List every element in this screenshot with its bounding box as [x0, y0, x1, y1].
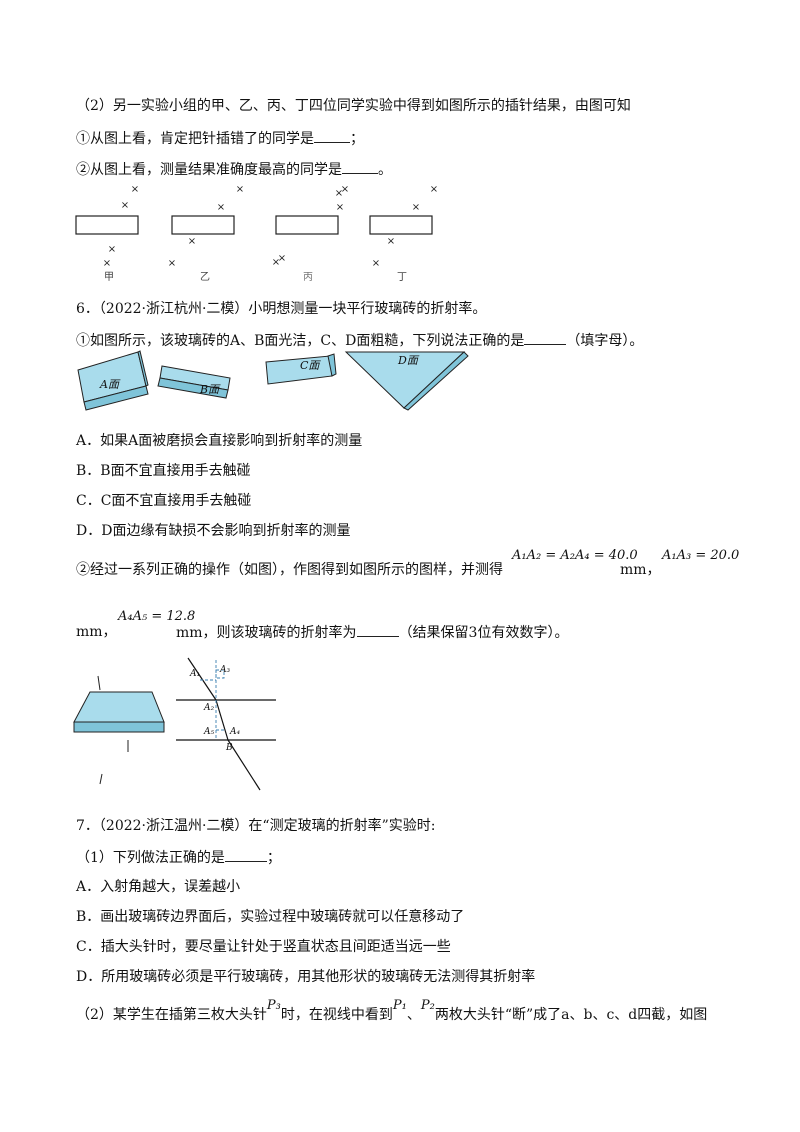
q7-option-c: C．插大头针时，要尽量让针处于竖直状态且间距适当远一些: [76, 939, 451, 955]
pin-mark: ×: [272, 257, 280, 268]
label-yi: 乙: [200, 272, 210, 283]
label-bing: 丙: [303, 272, 313, 283]
point-a2: A₂: [203, 703, 214, 713]
equation-a4a5: A₄A₅ = 12.8: [118, 609, 196, 624]
face-c: [265, 355, 333, 385]
glass-block-jia: [75, 215, 139, 235]
q7-part2: （2）某学生在插第三枚大头针P₃时，在视线中看到P₁、P₂两枚大头针“断”成了a…: [76, 998, 708, 1023]
face-b-label: B面: [200, 383, 220, 396]
pin-p2: P₂: [420, 998, 435, 1013]
label-jia: 甲: [104, 272, 114, 283]
glass-faces-diagram: [77, 350, 469, 411]
q6-option-a: A．如果A面被磨损会直接影响到折射率的测量: [76, 433, 363, 449]
face-b-side: [157, 377, 229, 399]
pin-mark: ×: [278, 253, 286, 264]
emergent-ray: [227, 739, 261, 791]
q6-option-d: D．D面边缘有缺损不会影响到折射率的测量: [76, 523, 351, 539]
refraction-diagram: A₁ A₃ A₂ A₅ A₄ B: [176, 657, 276, 791]
pin-mark: ×: [387, 236, 395, 247]
answer-blank[interactable]: [314, 128, 350, 143]
q7-stem: 7．（2022·浙江温州·二模）在“测定玻璃的折射率”实验时:: [76, 818, 436, 834]
glass-block-ding: [369, 215, 433, 235]
point-a4: A₄: [229, 727, 240, 737]
refracted-ray: [215, 699, 229, 741]
equation-a1a3: A₁A₃ = 20.0: [662, 548, 740, 563]
incident-ray: [187, 657, 217, 701]
pin-mark: ×: [336, 202, 344, 213]
q6-option-c: C．C面不宜直接用手去触碰: [76, 493, 252, 509]
q6-sub1: ①如图所示，该玻璃砖的A、B面光洁，C、D面粗糙，下列说法正确的是（填字母）。: [76, 330, 643, 351]
label-ding: 丁: [397, 272, 407, 283]
pin-mark: ×: [121, 200, 129, 211]
q6-sub2: ②经过一系列正确的操作（如图），作图得到如图所示的图样，并测得: [76, 562, 503, 578]
face-a-label: A面: [100, 378, 119, 391]
q7-part1: （1）下列做法正确的是；: [76, 847, 281, 868]
pin-mark: ×: [217, 202, 225, 213]
point-b: B: [225, 743, 233, 753]
unit-mm: mm，: [620, 562, 661, 578]
face-c-label: C面: [300, 359, 320, 372]
glass-block-yi: [171, 215, 235, 235]
q7-option-d: D．所用玻璃砖必须是平行玻璃砖，用其他形状的玻璃砖无法测得其折射率: [76, 969, 536, 985]
pin-mark: ×: [430, 184, 438, 195]
point-a3: A₃: [219, 665, 230, 675]
answer-blank[interactable]: [224, 847, 267, 862]
q6-option-b: B．B面不宜直接用手去触碰: [76, 463, 251, 479]
pin-mark: ×: [372, 258, 380, 269]
pin-mark: ×: [131, 184, 139, 195]
face-a-side: [83, 385, 149, 411]
answer-blank[interactable]: [356, 622, 399, 637]
pin-mark: ×: [335, 188, 343, 199]
pin-mark: ×: [412, 202, 420, 213]
answer-blank[interactable]: [524, 330, 567, 345]
point-a5: A₅: [203, 727, 214, 737]
q6-sub2-cont: mm，: [76, 624, 117, 640]
pin-mark: ×: [108, 244, 116, 255]
pin-p1: P₁: [392, 998, 407, 1013]
q7-option-a: A．入射角越大，误差越小: [76, 879, 241, 895]
pin-mark: ×: [236, 184, 244, 195]
q5-sub1: ①从图上看，肯定把针插错了的同学是；: [76, 128, 364, 149]
pin: [97, 675, 101, 691]
pin-mark: ×: [168, 258, 176, 269]
face-d-label: D面: [398, 354, 418, 367]
pin-mark: ×: [103, 258, 111, 269]
point-a1: A₁: [189, 669, 200, 679]
glass-block-bing: [275, 215, 339, 235]
equation-a1a2-a2a4: A₁A₂ = A₂A₄ = 40.0: [512, 548, 638, 563]
pin: [99, 773, 103, 785]
q6-stem: 6．（2022·浙江杭州·二模）小明想测量一块平行玻璃砖的折射率。: [76, 301, 487, 317]
q5-part2: （2）另一实验小组的甲、乙、丙、丁四位同学实验中得到如图所示的插针结果，由图可知: [76, 98, 631, 114]
q7-option-b: B．画出玻璃砖边界面后，实验过程中玻璃砖就可以任意移动了: [76, 909, 465, 925]
glass-block-figure: [73, 675, 165, 785]
answer-blank[interactable]: [342, 159, 378, 174]
pin-p3: P₃: [266, 998, 281, 1013]
pin-mark: ×: [188, 236, 196, 247]
pin-mark: ×: [341, 184, 349, 195]
q6-sub2-tail: mm，则该玻璃砖的折射率为（结果保留3位有效数字）。: [176, 622, 568, 643]
pin-diagram: × × × × × × × × × × × × × × × × ×: [75, 184, 438, 269]
q5-sub2: ②从图上看，测量结果准确度最高的同学是。: [76, 159, 392, 180]
